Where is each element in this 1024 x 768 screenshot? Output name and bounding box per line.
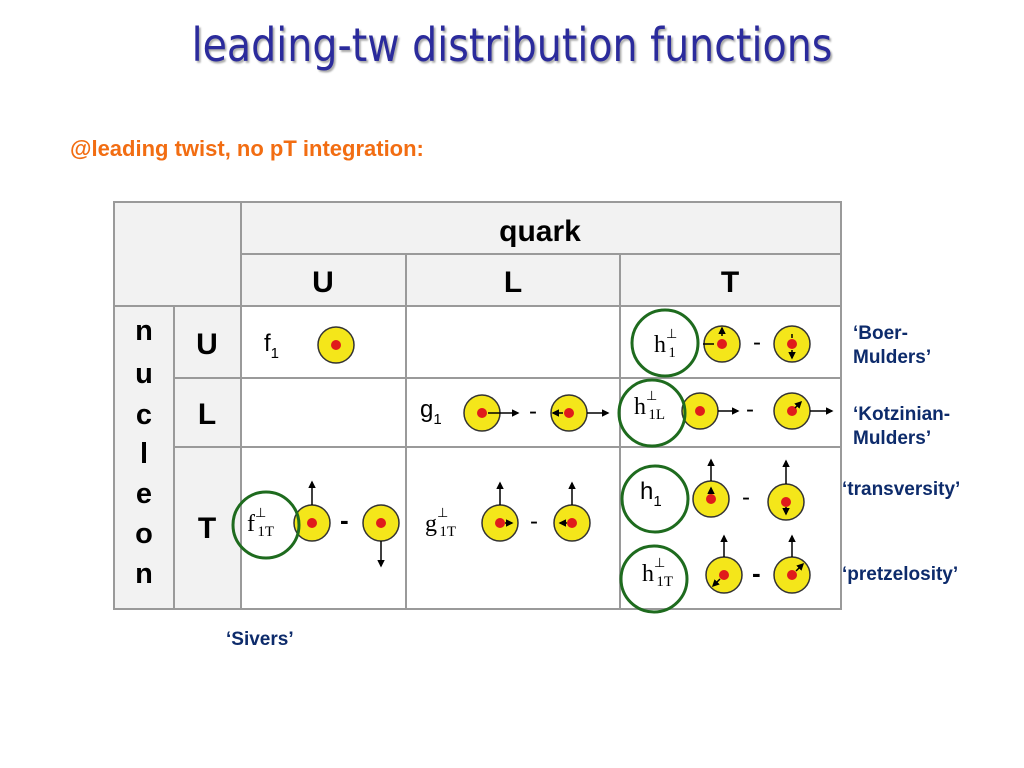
label-pretzelosity: ‘pretzelosity’ — [842, 564, 959, 585]
minus-sign: - — [746, 396, 754, 423]
label-boer-mulders: ‘Boer- Mulders’ — [853, 322, 931, 370]
label-sivers: ‘Sivers’ — [226, 629, 294, 650]
fn-f1: f1 — [264, 330, 279, 362]
fn-g1Tperp: g⊥1T — [425, 505, 456, 540]
nucleon-diagram — [767, 459, 805, 521]
nucleon-diagram — [293, 480, 331, 542]
label-kotzinian-mulders: ‘Kotzinian- Mulders’ — [853, 403, 950, 451]
nucleon-diagram — [692, 458, 730, 518]
nucleon-letter: n — [135, 558, 153, 590]
slide-title: leading-tw distribution functions — [191, 18, 833, 72]
highlight-circle — [617, 378, 687, 448]
nucleon-row-l: L — [198, 398, 216, 431]
quark-col-u: U — [312, 266, 334, 299]
slide-subtitle: @leading twist, no pT integration: — [70, 136, 424, 161]
minus-sign: - — [753, 329, 761, 356]
highlight-circle — [630, 308, 700, 378]
minus-sign: - — [742, 484, 750, 511]
minus-sign: - — [752, 558, 761, 588]
nucleon-diagram — [773, 534, 811, 594]
label-line: Mulders’ — [853, 347, 932, 368]
nucleon-row-u: U — [196, 328, 218, 361]
minus-sign: - — [529, 398, 537, 425]
fn-h1Tperp: h⊥1T — [642, 555, 673, 590]
fn-h1Lperp: h⊥1L — [634, 388, 665, 423]
label-line: ‘Boer- — [853, 323, 908, 344]
minus-sign: - — [530, 508, 538, 535]
nucleon-diagram — [481, 481, 519, 542]
fn-h1: h1 — [640, 478, 662, 510]
nucleon-diagram — [773, 392, 834, 430]
label-line: ‘Kotzinian- — [853, 404, 951, 425]
nucleon-diagram — [463, 394, 520, 432]
nucleon-diagram — [317, 326, 355, 364]
highlight-circle — [620, 464, 690, 534]
nucleon-diagram — [681, 392, 740, 430]
nucleon-diagram — [705, 534, 743, 594]
nucleon-letter: n — [135, 315, 153, 347]
minus-sign: - — [340, 505, 349, 535]
nucleon-row-t: T — [198, 512, 216, 545]
label-transversity: ‘transversity’ — [842, 479, 961, 500]
label-line: Mulders’ — [853, 428, 932, 449]
nucleon-diagram — [703, 325, 741, 363]
row-header-background — [114, 306, 241, 609]
nucleon-letter: l — [140, 438, 148, 470]
nucleon-letter: c — [136, 399, 152, 431]
nucleon-letter: e — [136, 478, 152, 510]
quark-col-l: L — [504, 266, 522, 299]
nucleon-letter: u — [135, 358, 153, 390]
nucleon-diagram — [773, 325, 811, 363]
fn-g1: g1 — [420, 396, 442, 428]
highlight-circle — [619, 544, 689, 614]
nucleon-diagram — [362, 504, 400, 568]
highlight-circle — [231, 490, 301, 560]
nucleon-diagram — [553, 481, 591, 542]
fn-h1perp: h⊥1 — [654, 326, 677, 361]
quark-header: quark — [499, 215, 581, 248]
quark-col-t: T — [721, 266, 739, 299]
table-grid — [113, 201, 842, 610]
nucleon-diagram — [550, 394, 610, 432]
nucleon-letter: o — [135, 518, 153, 550]
fn-f1Tperp: f⊥1T — [247, 505, 274, 540]
